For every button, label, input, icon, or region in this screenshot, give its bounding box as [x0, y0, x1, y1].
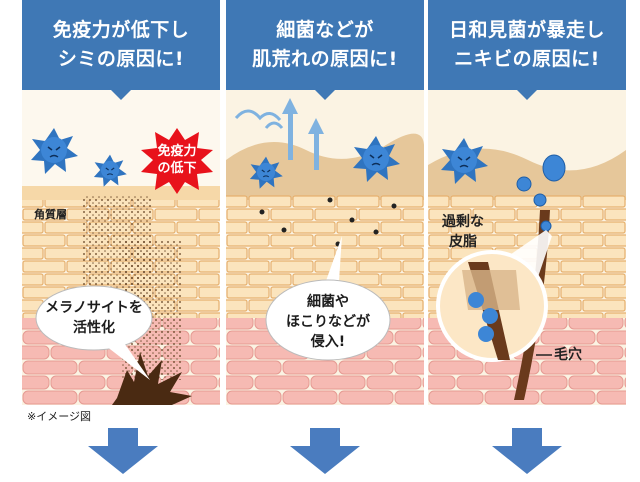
- header-line: 肌荒れの原因に!: [252, 48, 398, 70]
- magnified-view: [436, 230, 552, 362]
- panel-acne: 日和見菌が暴走し ニキビの原因に! 過剰な 皮脂 毛穴: [428, 0, 626, 405]
- horny-layer-label: 角質層: [34, 208, 67, 221]
- burst-label: 免疫力 の低下: [157, 144, 197, 176]
- speech-bubble: [265, 236, 391, 361]
- melanocyte-icon: [112, 352, 192, 405]
- bacteria-icon: [353, 136, 400, 182]
- panel-header: 細菌などが 肌荒れの原因に!: [226, 0, 424, 100]
- bacteria-icon: [441, 138, 488, 184]
- header-line: 日和見菌が暴走し: [448, 19, 605, 41]
- panel-header: 免疫力が低下し シミの原因に!: [22, 0, 220, 100]
- bacteria-icon: [93, 154, 127, 187]
- panel-immunity: 免疫力が低下し シミの原因に! 免疫力 の低下 角質層 メラノサイトを 活性化: [22, 0, 220, 405]
- bacteria-cluster-icon: [516, 154, 566, 232]
- footnote: ※イメージ図: [27, 410, 91, 423]
- header-line: 免疫力が低下し: [52, 19, 190, 41]
- burst-icon: [141, 128, 213, 194]
- header-line: ニキビの原因に!: [454, 48, 600, 70]
- bacteria-icon: [31, 128, 78, 174]
- bubble-text: メラノサイトを 活性化: [45, 300, 143, 336]
- arrow-down-icon: [492, 428, 562, 474]
- panel-header: 日和見菌が暴走し ニキビの原因に!: [428, 0, 626, 100]
- arrow-down-icon: [88, 428, 158, 474]
- bacteria-icon: [249, 156, 283, 189]
- arrow-up-icon: [282, 98, 324, 170]
- pore-label: 毛穴: [554, 347, 582, 363]
- header-line: 細菌などが: [276, 19, 374, 41]
- speech-bubble: [35, 285, 153, 380]
- sebum-label: 過剰な 皮脂: [442, 214, 484, 250]
- wind-icon: [234, 109, 284, 129]
- arrow-down-icon: [290, 428, 360, 474]
- header-line: シミの原因に!: [57, 48, 185, 70]
- panel-bacteria: 細菌などが 肌荒れの原因に! 細菌や ほこりなどが 侵入!: [226, 0, 424, 405]
- bubble-text: 細菌や ほこりなどが 侵入!: [286, 294, 370, 350]
